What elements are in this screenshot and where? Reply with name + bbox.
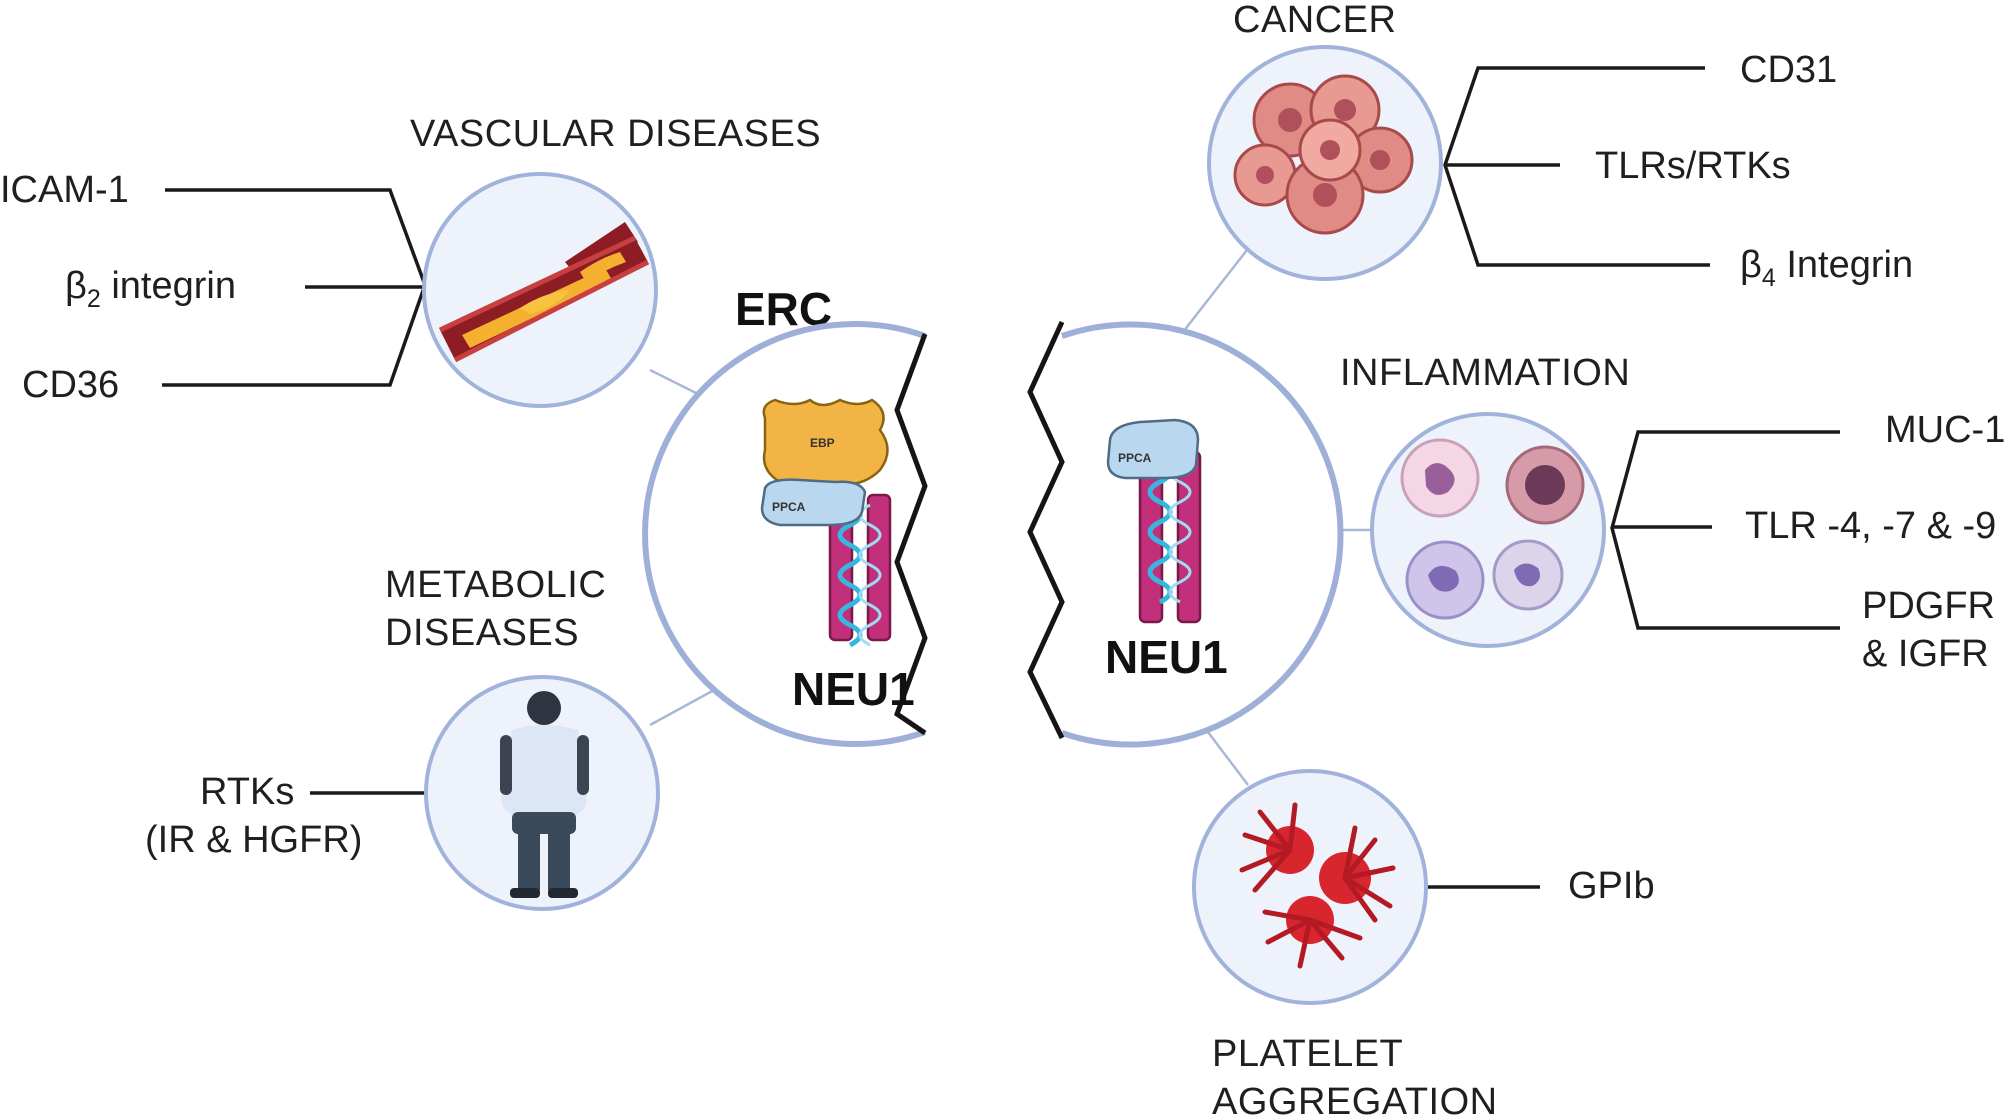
neu1-cell: PPCA NEU1 bbox=[1027, 320, 1344, 748]
inflammation-item-tlr: TLR -4, -7 & -9 bbox=[1745, 505, 1996, 547]
vascular-item-icam1: ICAM-1 bbox=[0, 169, 129, 211]
cancer-group: CANCER CD31 TLRs/RTKs β4 Integrin bbox=[1207, 0, 1913, 292]
cancer-item-tlrs: TLRs/RTKs bbox=[1595, 145, 1791, 187]
metabolic-item-2: (IR & HGFR) bbox=[145, 819, 362, 861]
platelet-title-2: AGGREGATION bbox=[1212, 1081, 1498, 1119]
vascular-title: VASCULAR DISEASES bbox=[410, 113, 821, 155]
inflammation-item-igfr: & IGFR bbox=[1862, 633, 1989, 675]
neu1-ppca-label: PPCA bbox=[1118, 451, 1152, 465]
tumor-cells-icon bbox=[1233, 74, 1414, 235]
inflammation-circle bbox=[1370, 412, 1606, 648]
vascular-group: VASCULAR DISEASES ICAM-1 β2 integrin CD3… bbox=[0, 113, 821, 408]
erc-neu1-bar-right bbox=[866, 493, 892, 642]
platelet-circle bbox=[1192, 769, 1428, 1005]
neu1-helix bbox=[1147, 459, 1173, 605]
metabolic-title-2: DISEASES bbox=[385, 612, 579, 654]
immune-cells-icon bbox=[1400, 438, 1585, 620]
erc-neu1-label: NEU1 bbox=[792, 663, 915, 715]
metabolic-item-1: RTKs bbox=[200, 771, 294, 813]
neu1-ppca-protein bbox=[1106, 418, 1200, 480]
neu1-jagged-edge bbox=[1027, 320, 1065, 740]
vascular-item-beta2: β2 integrin bbox=[65, 265, 236, 313]
inflammation-title: INFLAMMATION bbox=[1340, 352, 1630, 394]
platelet-title-1: PLATELET bbox=[1212, 1033, 1403, 1075]
erc-cell: ERC EBP PPCA NEU1 bbox=[642, 283, 928, 747]
inflammation-item-muc1: MUC-1 bbox=[1885, 409, 2005, 451]
erc-jagged-edge bbox=[893, 333, 928, 736]
vascular-item-cd36: CD36 bbox=[22, 364, 119, 406]
metabolic-title-1: METABOLIC bbox=[385, 564, 606, 606]
platelet-group: GPIb PLATELET AGGREGATION bbox=[1192, 769, 1655, 1119]
erc-helix-2 bbox=[858, 503, 882, 647]
inflammation-item-pdgfr: PDGFR bbox=[1862, 585, 1995, 627]
artery-plaque-icon bbox=[438, 222, 650, 363]
erc-helix bbox=[837, 502, 863, 648]
cancer-title: CANCER bbox=[1233, 0, 1396, 41]
neu1-helix-2 bbox=[1168, 460, 1192, 604]
platelet-item-gpib: GPIb bbox=[1568, 865, 1655, 907]
person-icon bbox=[500, 691, 589, 898]
inflammation-group: INFLAMMATION MUC-1 TLR -4, -7 & -9 PDGFR… bbox=[1340, 352, 2005, 675]
cancer-item-beta4: β4 Integrin bbox=[1740, 244, 1913, 292]
metabolic-group: METABOLIC DISEASES RTKs (IR & HGFR) bbox=[145, 564, 660, 911]
activated-platelets-icon bbox=[1239, 802, 1396, 969]
cancer-item-cd31: CD31 bbox=[1740, 49, 1837, 91]
erc-ppca-label: PPCA bbox=[772, 500, 806, 514]
ebp-label: EBP bbox=[810, 436, 835, 450]
neu1-label: NEU1 bbox=[1105, 631, 1228, 683]
erc-ppca-protein bbox=[760, 478, 867, 527]
